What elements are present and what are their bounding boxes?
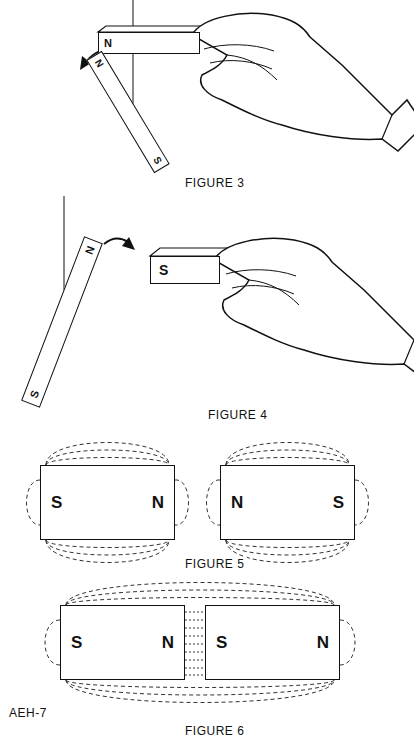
- pole-letter: N: [317, 634, 329, 651]
- pole-letter: S: [333, 494, 344, 511]
- gap-field-lines: [185, 612, 205, 675]
- suspended-magnet: NS: [21, 236, 103, 407]
- hand-magnet: S: [150, 256, 220, 284]
- figure-caption: FIGURE 6: [182, 724, 247, 739]
- pole-letter: N: [231, 494, 243, 511]
- document-code: AEH-7: [6, 706, 50, 721]
- pole-letter: N: [104, 38, 112, 49]
- field-lines: [27, 443, 369, 563]
- pole-letter: S: [151, 155, 163, 166]
- bar-magnet: SN: [205, 605, 340, 680]
- hand-magnet: N: [98, 32, 200, 54]
- figure-caption: FIGURE 3: [182, 176, 247, 191]
- pole-letter: S: [216, 634, 227, 651]
- bar-magnet: NS: [220, 465, 355, 540]
- pole-letter: S: [159, 263, 168, 277]
- pole-letter: N: [83, 244, 96, 255]
- hand: [192, 13, 414, 151]
- bar-magnet: SN: [40, 465, 175, 540]
- pole-letter: N: [152, 494, 164, 511]
- pole-letter: S: [28, 389, 41, 400]
- pole-letter: S: [51, 494, 62, 511]
- hand: [214, 238, 414, 376]
- figure-caption: FIGURE 4: [205, 408, 270, 423]
- figure-caption: FIGURE 5: [182, 557, 247, 572]
- bar-top: [150, 248, 228, 256]
- pole-letter: N: [93, 58, 105, 69]
- suspended-magnet: NS: [86, 51, 169, 173]
- bar-magnet: SN: [60, 605, 185, 680]
- field-lines: [45, 583, 355, 703]
- pole-letter: N: [162, 634, 174, 651]
- arrow-head: [122, 237, 135, 250]
- pole-letter: S: [71, 634, 82, 651]
